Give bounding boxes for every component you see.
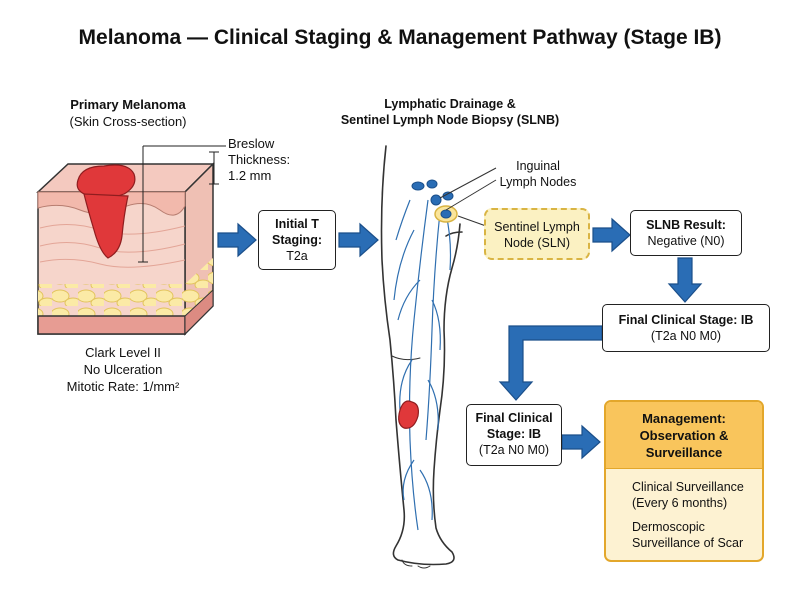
slnb-result-box: SLNB Result: Negative (N0) <box>630 210 742 256</box>
slnb-result-label: SLNB Result: <box>646 218 726 232</box>
lymph-nodes <box>411 179 454 206</box>
management-heading: Management: Observation & Surveillance <box>606 402 762 469</box>
mitotic-rate: Mitotic Rate: 1/mm² <box>66 379 180 394</box>
final-stage-a-box: Final Clinical Stage: IB (T2a N0 M0) <box>602 304 770 352</box>
breslow-label: Breslow Thickness: 1.2 mm <box>228 136 290 184</box>
arrow-result-down <box>667 257 703 303</box>
inguinal-line2: Lymph Nodes <box>499 175 577 189</box>
final-stage-b-label-2: Stage: IB <box>486 427 542 441</box>
final-stage-a-label: Final Clinical Stage: IB <box>618 313 754 327</box>
management-heading-1: Management: <box>642 411 726 426</box>
final-stage-b-box: Final Clinical Stage: IB (T2a N0 M0) <box>466 404 562 466</box>
management-item-2-line2: Surveillance of Scar <box>632 536 744 550</box>
page-title: Melanoma — Clinical Staging & Management… <box>78 26 722 49</box>
breslow-value: 1.2 mm <box>228 168 272 183</box>
primary-details: Clark Level II No Ulceration Mitotic Rat… <box>18 344 228 395</box>
management-item-2-line1: Dermoscopic <box>632 520 705 534</box>
sln-line2: Node (SLN) <box>504 236 570 250</box>
lymphatic-heading-2: Sentinel Lymph Node Biopsy (SLNB) <box>340 113 560 127</box>
arrow-sln-to-result <box>592 217 631 253</box>
primary-subheading: (Skin Cross-section) <box>69 114 187 129</box>
initial-t-box: Initial T Staging: T2a <box>258 210 336 270</box>
breslow-line2: Thickness: <box>228 152 291 167</box>
slnb-result-value: Negative (N0) <box>647 234 725 248</box>
management-box: Management: Observation & Surveillance C… <box>604 400 764 562</box>
sln-box: Sentinel Lymph Node (SLN) <box>484 208 590 260</box>
node-leader-lines <box>439 167 497 227</box>
arrow-elbow <box>498 325 603 401</box>
sln-line1: Sentinel Lymph <box>494 220 580 234</box>
primary-heading: Primary Melanoma <box>70 97 186 112</box>
lymphatic-heading-1: Lymphatic Drainage & <box>384 97 516 111</box>
arrow-cube-to-t <box>217 222 257 258</box>
sentinel-node-marker <box>434 205 458 223</box>
leg-illustration <box>380 145 463 569</box>
initial-t-label-1: Initial T <box>275 217 319 231</box>
final-stage-b-label-1: Final Clinical <box>475 411 553 425</box>
flow-arrows <box>217 217 703 460</box>
final-stage-a-value: (T2a N0 M0) <box>650 329 722 343</box>
management-heading-3: Surveillance <box>645 445 723 460</box>
inguinal-label: Inguinal Lymph Nodes <box>488 158 588 190</box>
management-item-surveillance: Clinical Surveillance (Every 6 months) <box>606 479 762 511</box>
management-item-dermoscopic: Dermoscopic Surveillance of Scar <box>606 519 762 551</box>
breslow-line1: Breslow <box>228 136 275 151</box>
arrow-stage-to-management <box>561 424 601 460</box>
arrow-t-to-leg <box>338 222 379 258</box>
initial-t-value: T2a <box>286 249 308 263</box>
clark-level: Clark Level II <box>85 345 161 360</box>
management-item-1-line1: Clinical Surveillance <box>632 480 744 494</box>
skin-cross-section <box>36 145 226 336</box>
ulceration-status: No Ulceration <box>83 362 163 377</box>
management-heading-2: Observation & <box>639 428 729 443</box>
lymphatic-vessels <box>393 199 452 531</box>
final-stage-b-value: (T2a N0 M0) <box>478 443 550 457</box>
leg-lesion <box>398 400 419 429</box>
primary-caption: Primary Melanoma (Skin Cross-section) <box>28 96 228 130</box>
initial-t-label-2: Staging: <box>272 233 322 247</box>
management-item-1-line2: (Every 6 months) <box>632 496 728 510</box>
lymphatic-heading: Lymphatic Drainage & Sentinel Lymph Node… <box>330 96 570 128</box>
inguinal-line1: Inguinal <box>516 159 560 173</box>
